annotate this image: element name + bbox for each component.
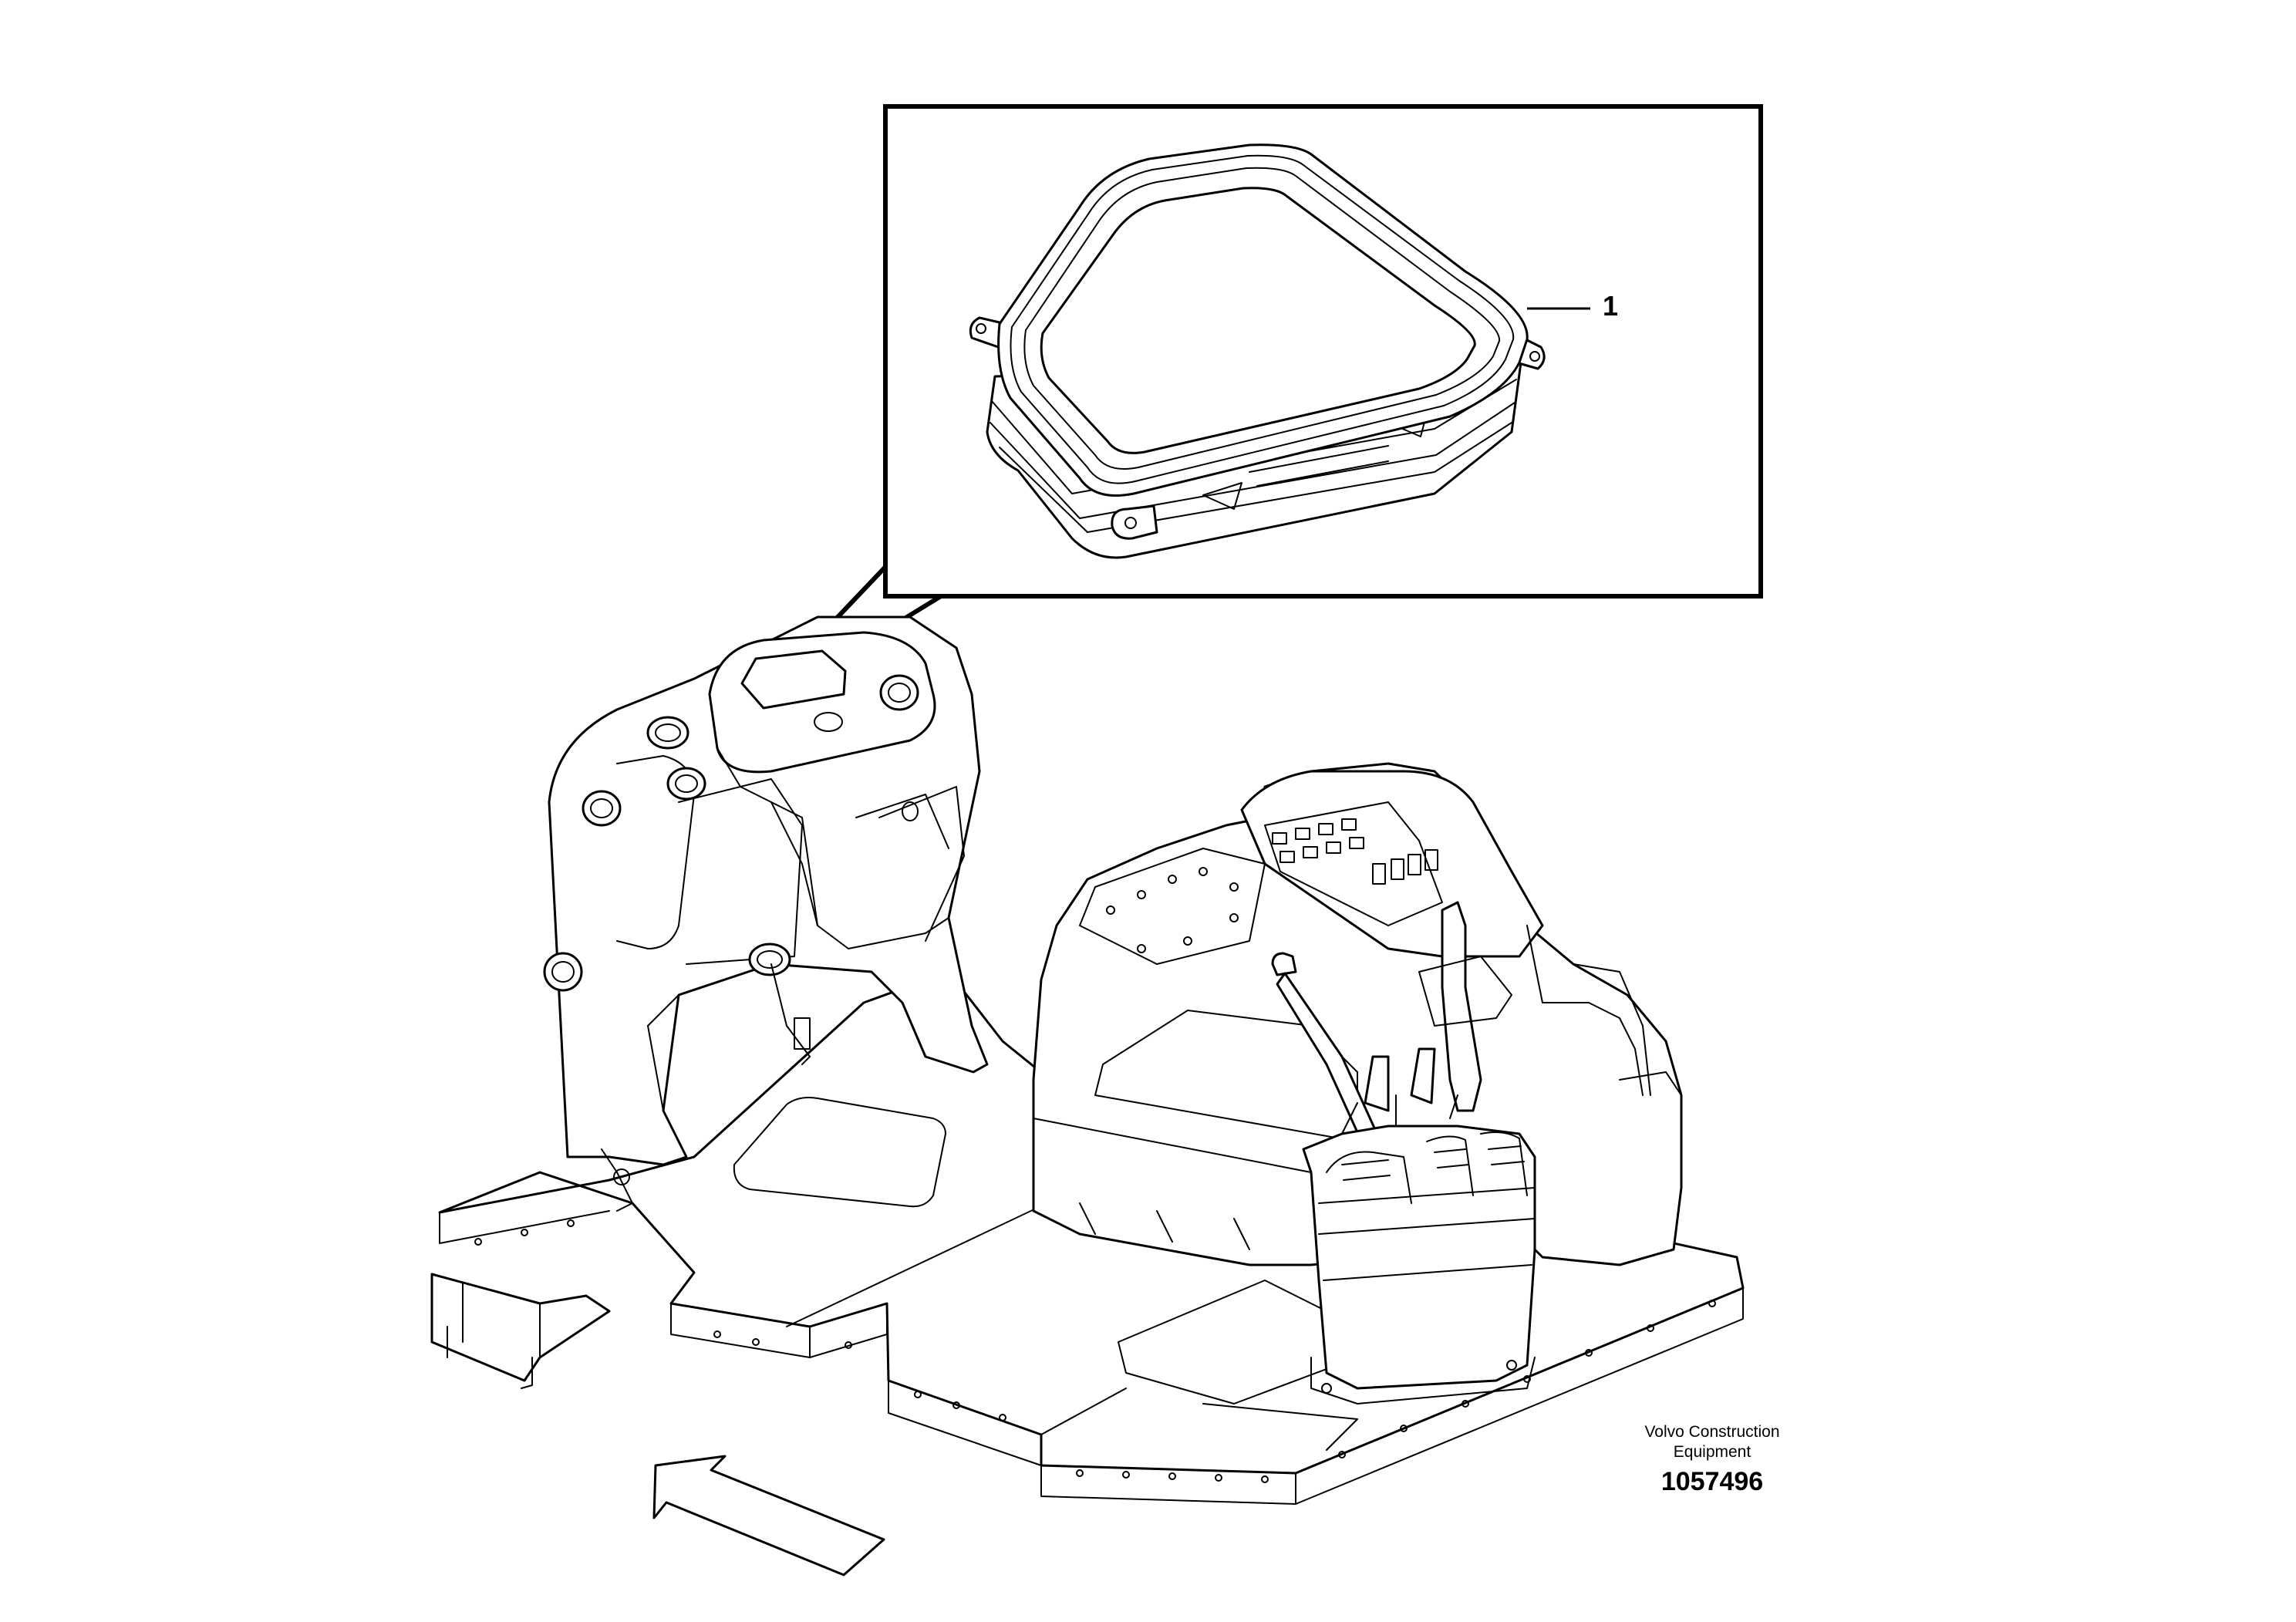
callout-label-1: 1 [1603,290,1619,322]
brand-line-1: Volvo Construction [1644,1423,1780,1441]
direction-arrow-icon [652,1455,885,1576]
air-vent-icon [543,674,919,992]
front-bracket [430,1273,611,1389]
brand-line-2: Equipment [1673,1443,1752,1461]
front-console [543,615,989,1212]
brand-name: Volvo Construction Equipment [1604,1422,1820,1462]
detail-inset [809,104,1763,673]
instrument-display-part [969,143,1546,559]
cab-floor-assembly [430,615,1745,1576]
document-number: 1057496 [1660,1467,1764,1496]
right-console [1032,762,1683,1404]
